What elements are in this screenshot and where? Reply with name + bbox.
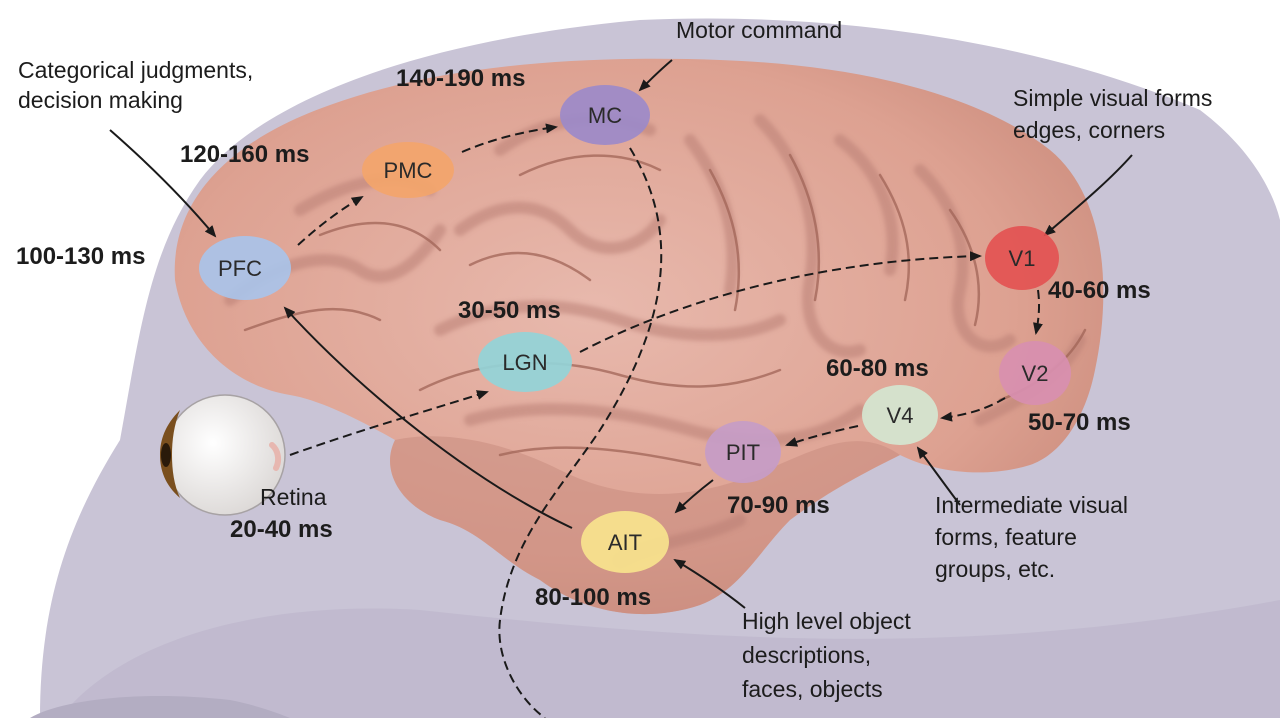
region-label-v1: V1 [1009,246,1036,271]
region-ait: AIT [581,511,669,573]
region-label-v4: V4 [887,403,914,428]
region-label-lgn: LGN [502,350,547,375]
region-v2: V2 [999,341,1071,405]
region-label-v2: V2 [1022,361,1049,386]
latency-v4: 60-80 ms [826,355,929,382]
latency-mc: 140-190 ms [396,65,525,92]
region-label-ait: AIT [608,530,642,555]
region-mc: MC [560,85,650,145]
region-v4: V4 [862,385,938,445]
latency-pfc: 100-130 ms [16,243,145,270]
region-label-pit: PIT [726,440,760,465]
region-label-mc: MC [588,103,622,128]
latency-pit: 70-90 ms [727,492,830,519]
latency-pmc: 120-160 ms [180,141,309,168]
region-label-pfc: PFC [218,256,262,281]
annotation-categorical: Categorical judgments, decision making [18,57,260,113]
latency-retina: 20-40 ms [230,516,333,543]
region-lgn: LGN [478,332,572,392]
region-pit: PIT [705,421,781,483]
region-label-pmc: PMC [384,158,433,183]
region-pmc: PMC [362,142,454,198]
annotation-retina: Retina [260,484,327,510]
latency-v1: 40-60 ms [1048,277,1151,304]
latency-lgn: 30-50 ms [458,297,561,324]
latency-ait: 80-100 ms [535,584,651,611]
annotation-motor-command: Motor command [676,17,842,43]
latency-v2: 50-70 ms [1028,409,1131,436]
region-pfc: PFC [199,236,291,300]
pupil-icon [161,443,171,467]
